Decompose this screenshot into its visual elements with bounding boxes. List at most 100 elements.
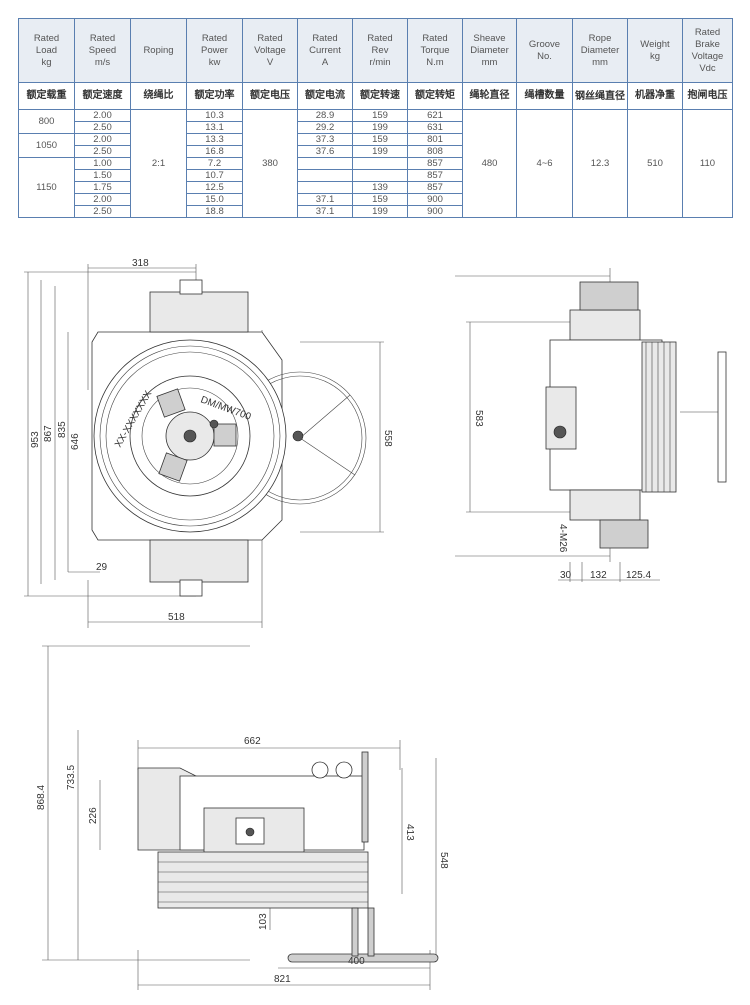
header-cell-cn: 绕绳比 — [130, 82, 187, 110]
header-cell: Rated Voltage V — [242, 18, 298, 83]
power-cell: 12.5 — [186, 181, 243, 194]
table-row: 1.75 12.5 139 857 — [19, 181, 733, 194]
dim-953: 953 — [30, 431, 41, 448]
power-cell: 7.2 — [186, 157, 243, 170]
header-cell: Sheave Diameter mm — [462, 18, 517, 83]
rev-cell — [352, 157, 408, 170]
rev-cell: 159 — [352, 109, 408, 122]
header-cell: Rated Torque N.m — [407, 18, 463, 83]
header-row-cn: 额定载重 额定速度 绕绳比 额定功率 额定电压 额定电流 额定转速 额定转矩 绳… — [18, 82, 733, 110]
weight-cell: 510 — [627, 109, 683, 218]
torque-cell: 900 — [407, 193, 463, 206]
current-cell: 29.2 — [297, 121, 353, 134]
rev-cell: 199 — [352, 145, 408, 158]
speed-cell: 1.75 — [74, 181, 131, 194]
torque-cell: 621 — [407, 109, 463, 122]
table-row: 1.50 10.7 857 — [19, 169, 733, 182]
dim-662: 662 — [244, 736, 261, 747]
power-cell: 15.0 — [186, 193, 243, 206]
torque-cell: 801 — [407, 133, 463, 146]
rope-cell: 12.3 — [572, 109, 628, 218]
dim-125-4: 125.4 — [626, 570, 651, 581]
speed-cell: 2.50 — [74, 205, 131, 218]
roping-cell: 2:1 — [130, 109, 187, 218]
dim-868-4: 868.4 — [36, 785, 47, 810]
dim-583: 583 — [473, 410, 484, 427]
rev-cell: 159 — [352, 193, 408, 206]
load-cell: 1050 — [18, 133, 75, 158]
power-cell: 10.7 — [186, 169, 243, 182]
dim-733-5: 733.5 — [66, 765, 77, 790]
dim-821: 821 — [274, 974, 291, 985]
dim-103: 103 — [258, 913, 269, 930]
speed-cell: 2.00 — [74, 133, 131, 146]
table-row: 2.50 13.1 29.2 199 631 — [19, 121, 733, 134]
power-cell: 13.3 — [186, 133, 243, 146]
header-cell: Rated Brake Voltage Vdc — [682, 18, 733, 83]
sheave-cell: 480 — [462, 109, 517, 218]
header-cell-cn: 额定功率 — [186, 82, 243, 110]
power-cell: 13.1 — [186, 121, 243, 134]
header-cell-cn: 抱闸电压 — [682, 82, 733, 110]
speed-cell: 1.50 — [74, 169, 131, 182]
header-cell-cn: 额定电压 — [242, 82, 298, 110]
header-cell: Rated Load kg — [18, 18, 75, 83]
rev-cell: 199 — [352, 205, 408, 218]
dim-835: 835 — [57, 421, 68, 438]
dim-132: 132 — [590, 570, 607, 581]
voltage-cell: 380 — [242, 109, 298, 218]
current-cell: 28.9 — [297, 109, 353, 122]
table-row: 2.50 18.8 37.1 199 900 — [19, 205, 733, 218]
brake-voltage-cell: 110 — [682, 109, 733, 218]
dim-30: 30 — [560, 570, 572, 581]
rev-cell: 139 — [352, 181, 408, 194]
header-cell-cn: 绳槽数量 — [516, 82, 573, 110]
torque-cell: 857 — [407, 181, 463, 194]
current-cell: 37.3 — [297, 133, 353, 146]
torque-cell: 631 — [407, 121, 463, 134]
header-row-en: Rated Load kg Rated Speed m/s Roping Rat… — [18, 18, 733, 83]
speed-cell: 2.50 — [74, 145, 131, 158]
dim-548: 548 — [438, 852, 449, 869]
current-cell — [297, 169, 353, 182]
header-cell-cn: 额定转矩 — [407, 82, 463, 110]
speed-cell: 2.00 — [74, 193, 131, 206]
torque-cell: 857 — [407, 169, 463, 182]
dim-318: 318 — [132, 258, 149, 269]
power-cell: 10.3 — [186, 109, 243, 122]
header-cell-cn: 额定速度 — [74, 82, 131, 110]
torque-cell: 857 — [407, 157, 463, 170]
bottom-view-drawing: 662 733.5 868.4 226 413 548 103 400 821 — [36, 645, 449, 990]
load-cell: 1150 — [18, 157, 75, 218]
dim-646: 646 — [70, 433, 81, 450]
current-cell: 37.6 — [297, 145, 353, 158]
header-cell: Weight kg — [627, 18, 683, 83]
header-cell-cn: 额定载重 — [18, 82, 75, 110]
current-cell — [297, 181, 353, 194]
power-cell: 18.8 — [186, 205, 243, 218]
rev-cell — [352, 169, 408, 182]
dim-4-m26: 4-M26 — [557, 524, 568, 553]
rev-cell: 199 — [352, 121, 408, 134]
dim-400: 400 — [348, 956, 365, 967]
header-cell: Rated Speed m/s — [74, 18, 131, 83]
table-row: 800 2.00 2:1 10.3 380 28.9 159 621 480 4… — [18, 109, 733, 218]
header-cell: Rated Power kw — [186, 18, 243, 83]
front-view-drawing: 318 953 867 835 646 558 29 518 DM/MW700 … — [24, 258, 393, 628]
speed-cell: 2.00 — [74, 109, 131, 122]
speed-cell: 1.00 — [74, 157, 131, 170]
dim-867: 867 — [43, 425, 54, 442]
header-cell: Groove No. — [516, 18, 573, 83]
header-cell: Rated Current A — [297, 18, 353, 83]
header-cell-cn: 机器净重 — [627, 82, 683, 110]
side-view-drawing: 583 4-M26 30 132 125.4 — [455, 268, 727, 582]
torque-cell: 808 — [407, 145, 463, 158]
spec-table: Rated Load kg Rated Speed m/s Roping Rat… — [18, 18, 733, 218]
header-cell-cn: 钢丝绳直径 — [572, 82, 628, 110]
torque-cell: 900 — [407, 205, 463, 218]
current-cell — [297, 157, 353, 170]
header-cell-cn: 额定转速 — [352, 82, 408, 110]
header-cell-cn: 绳轮直径 — [462, 82, 517, 110]
speed-cell: 2.50 — [74, 121, 131, 134]
dim-413: 413 — [404, 824, 415, 841]
